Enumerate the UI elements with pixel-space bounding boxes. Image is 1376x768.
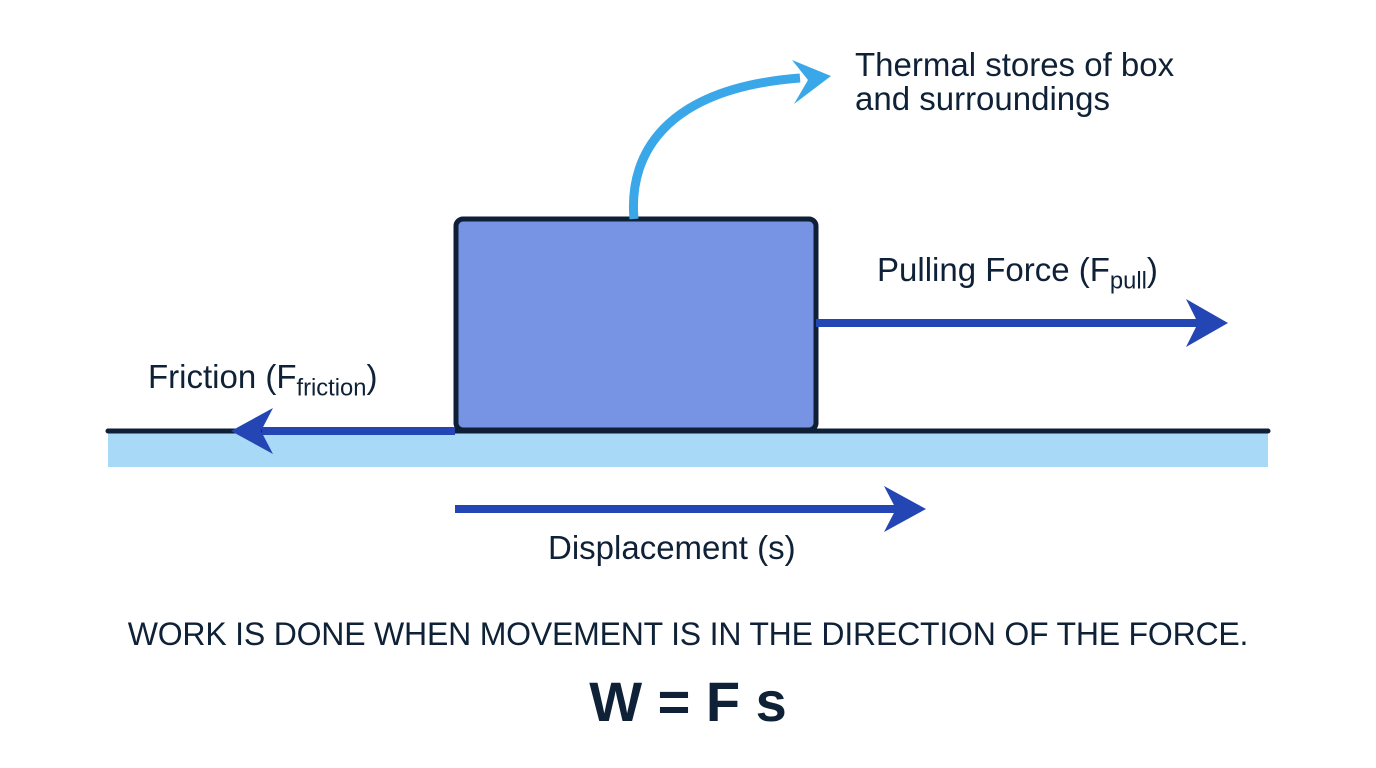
work-statement: WORK IS DONE WHEN MOVEMENT IS IN THE DIR… bbox=[127, 616, 1249, 652]
work-equation: W = F s bbox=[589, 670, 787, 733]
thermal-transfer-arrow bbox=[628, 60, 831, 220]
pulling-force-text: Pulling Force (F bbox=[877, 251, 1110, 288]
pulling-force-subscript: pull bbox=[1109, 267, 1147, 295]
thermal-stores-label: Thermal stores of box and surroundings bbox=[855, 48, 1174, 116]
friction-close: ) bbox=[366, 358, 378, 395]
thermal-label-line-1: Thermal stores of box bbox=[855, 46, 1175, 83]
pulling-force-close: ) bbox=[1146, 251, 1158, 288]
displacement-label: Displacement (s) bbox=[548, 529, 796, 566]
thermal-label-line-2: and surroundings bbox=[855, 80, 1111, 117]
friction-text: Friction (F bbox=[148, 358, 297, 395]
displacement-arrow bbox=[455, 486, 926, 532]
box bbox=[453, 216, 819, 433]
pulling-force-arrow bbox=[816, 299, 1228, 347]
friction-arrow bbox=[231, 408, 455, 454]
friction-label: Friction (Ffriction) bbox=[148, 358, 378, 400]
pulling-force-label: Pulling Force (Fpull) bbox=[877, 251, 1158, 293]
friction-subscript: friction bbox=[296, 374, 367, 402]
ground-surface bbox=[108, 433, 1268, 467]
